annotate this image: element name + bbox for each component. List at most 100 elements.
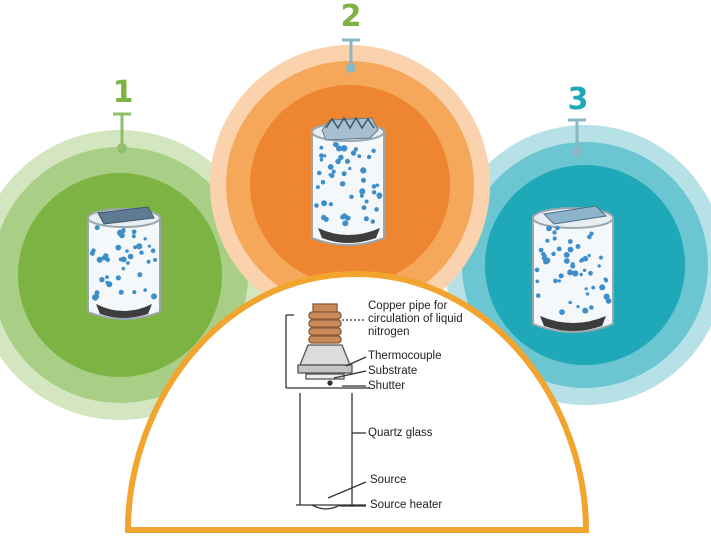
bubble — [360, 167, 367, 174]
bubble — [150, 248, 156, 253]
bubble — [371, 184, 377, 189]
shutter-label: Shutter — [368, 380, 406, 392]
bubble — [371, 190, 377, 195]
bubble — [340, 214, 346, 220]
bubble — [328, 202, 333, 207]
bubble — [599, 284, 606, 291]
bubble — [327, 164, 334, 170]
bubble — [320, 179, 326, 185]
bubble — [119, 232, 125, 239]
bubble — [366, 154, 372, 160]
bubble — [125, 249, 129, 253]
bubble — [319, 145, 324, 150]
bubble — [137, 272, 143, 278]
bubble — [127, 253, 134, 260]
bubble — [599, 255, 603, 260]
pin-marker-icon — [113, 112, 131, 153]
bubble — [136, 243, 143, 250]
bubble — [132, 290, 137, 295]
bubble — [89, 250, 95, 256]
bubble — [103, 253, 109, 259]
bubble — [535, 279, 540, 284]
quartz-glass-label: Quartz glass — [368, 427, 433, 439]
bubble — [99, 277, 105, 283]
bubble — [589, 305, 594, 310]
stage-2-number: 2 — [340, 0, 362, 34]
bubble — [591, 285, 596, 290]
beaker-with-bubbles-icon — [311, 116, 385, 246]
bubble — [147, 244, 151, 248]
bubble — [544, 257, 551, 264]
bubble — [94, 290, 100, 296]
bubble — [568, 300, 572, 305]
bubble — [115, 244, 122, 251]
bubble — [557, 279, 561, 283]
bubble — [371, 148, 376, 153]
bubble — [121, 228, 126, 234]
bubble — [545, 238, 550, 243]
bubble — [567, 246, 574, 253]
bubble — [95, 294, 100, 299]
bubble — [582, 268, 587, 272]
bubble — [348, 166, 352, 171]
bubble — [106, 281, 113, 288]
bubble — [587, 253, 591, 258]
pin-marker-icon — [568, 118, 586, 157]
bubble — [314, 203, 319, 208]
bubble — [534, 267, 540, 273]
bubble — [377, 195, 382, 200]
bubble — [315, 185, 320, 190]
bubble — [374, 207, 379, 212]
bubble — [339, 181, 346, 187]
bubble — [567, 269, 574, 276]
bubble — [319, 157, 324, 162]
bubble — [126, 261, 130, 265]
bubble — [361, 177, 366, 183]
chamber-schematic — [285, 303, 370, 510]
bubble — [555, 225, 560, 231]
source-label: Source — [370, 474, 407, 486]
bubble — [323, 154, 327, 158]
bubble — [597, 264, 601, 268]
bubble — [572, 270, 579, 277]
bubble — [363, 216, 369, 222]
bubble — [563, 258, 570, 264]
substrate-label: Substrate — [368, 365, 418, 377]
bubble — [153, 257, 158, 262]
bubble — [341, 171, 347, 177]
bubble — [319, 153, 324, 159]
bubble — [342, 220, 349, 227]
bubble — [603, 277, 608, 282]
bubble — [582, 255, 589, 262]
bubble — [570, 263, 576, 269]
deposition-chamber-dome — [124, 270, 590, 533]
bubble — [323, 216, 329, 222]
bubble — [585, 292, 590, 296]
bubble — [370, 219, 375, 224]
bubble — [344, 158, 351, 164]
source-heater-label: Source heater — [370, 499, 443, 511]
bubble — [349, 194, 354, 199]
copper-pipe-label: Copper pipe for circulation of liquid ni… — [368, 300, 463, 338]
bubble — [587, 234, 592, 240]
bubble — [364, 199, 369, 204]
pin-marker-icon — [342, 38, 360, 73]
stage-1-number: 1 — [112, 75, 134, 110]
beaker-with-bubbles-icon — [532, 205, 614, 333]
bubble — [361, 205, 367, 211]
bubble — [543, 254, 547, 258]
bubble — [341, 145, 348, 152]
bubble — [359, 193, 364, 198]
bubble — [335, 142, 339, 146]
bubble — [335, 158, 341, 165]
bubble — [139, 250, 144, 255]
bubble — [375, 183, 380, 187]
bubble — [121, 266, 126, 271]
bubble — [357, 154, 362, 159]
bubble — [338, 154, 344, 161]
stage-3-number: 3 — [567, 82, 589, 117]
bubble — [563, 252, 570, 258]
bubble — [94, 225, 100, 231]
bubble — [551, 251, 556, 257]
